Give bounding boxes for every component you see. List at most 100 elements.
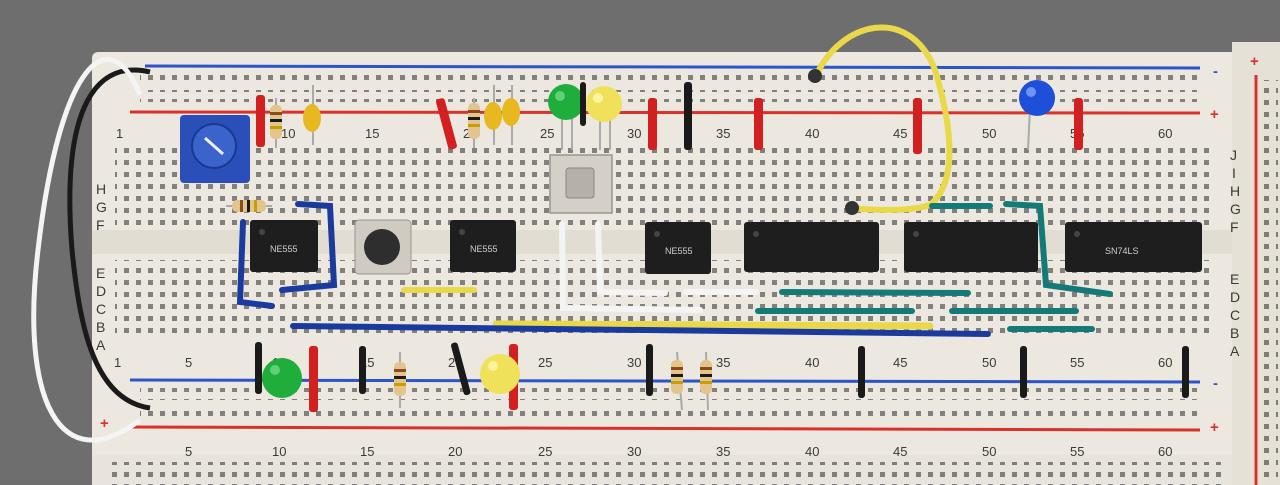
black-power-wire (67, 67, 151, 411)
chip-14pin-1 (744, 222, 879, 272)
row-letter: H (1230, 183, 1240, 199)
bottom-red-rail-line (129, 425, 1201, 432)
blue-jumper-long (290, 323, 991, 337)
resistor (468, 98, 480, 148)
led-green-bottom (262, 358, 302, 398)
col-num-bottom: 45 (893, 355, 907, 370)
yellow-wire-end (845, 201, 859, 215)
row-letters-lower-left: E D C B A (96, 265, 106, 353)
col-num-bottom: 40 (805, 355, 819, 370)
top-blue-rail-line (144, 64, 1201, 70)
col-num-lower: 15 (360, 444, 374, 459)
row-letter: F (1230, 219, 1239, 235)
tactile-switch-plunger[interactable] (565, 167, 595, 199)
sign-bottom-plus-left: + (100, 415, 109, 432)
resistor (700, 351, 712, 411)
black-jumper (1020, 346, 1027, 398)
teal-jumper (779, 289, 971, 296)
row-letter: D (1230, 289, 1240, 305)
col-num-bottom: 60 (1158, 355, 1172, 370)
col-num-top: 25 (540, 126, 554, 141)
row-letter: B (1230, 325, 1239, 341)
col-num-lower: 5 (185, 444, 192, 459)
yellow-wire-end (808, 69, 822, 83)
row-letters-lower-right: E D C B A (1230, 271, 1240, 359)
white-power-wire (31, 56, 143, 443)
col-num-lower: 55 (1070, 444, 1084, 459)
col-num-bottom: 1 (114, 355, 121, 370)
yellow-jumper (492, 320, 934, 330)
row-letter: A (1230, 343, 1240, 359)
col-num-bottom: 55 (1070, 355, 1084, 370)
blue-jumper (279, 201, 338, 293)
col-num-lower: 10 (272, 444, 286, 459)
chip-14pin-2 (904, 222, 1038, 272)
col-num-lower: 50 (982, 444, 996, 459)
chip-555-2: NE555 (450, 220, 516, 272)
black-jumper (646, 344, 653, 396)
lower-board-holes (105, 462, 1225, 485)
black-jumper (684, 82, 692, 150)
row-letter: G (1230, 201, 1241, 217)
push-button-cap[interactable] (364, 229, 400, 265)
column-numbers-lower-board: 5 10 15 20 25 30 35 40 45 50 55 60 (185, 444, 1172, 459)
chip-label: NE555 (270, 244, 298, 254)
bottom-rail-holes-1 (140, 388, 1200, 400)
row-letter: B (96, 319, 105, 335)
col-num-top: 50 (982, 126, 996, 141)
capacitor (484, 85, 502, 145)
col-num-lower: 20 (448, 444, 462, 459)
blue-jumper (236, 219, 275, 309)
row-letters-upper-left: H G F (96, 181, 107, 233)
resistor (226, 200, 272, 212)
chip-16pin: SN74LS (1065, 222, 1202, 272)
row-letter: F (96, 217, 105, 233)
row-letter: C (1230, 307, 1240, 323)
top-rail-holes-2 (140, 90, 1200, 102)
yellow-arc-wire (812, 24, 953, 213)
col-num-lower: 35 (716, 444, 730, 459)
row-letters-upper-right: J I H G F (1230, 147, 1241, 235)
red-jumper (1074, 98, 1083, 150)
chip-label: NE555 (470, 244, 498, 254)
row-letter: J (1230, 147, 1237, 163)
row-letter: G (96, 199, 107, 215)
col-num-top: 35 (716, 126, 730, 141)
col-num-bottom: 35 (716, 355, 730, 370)
sign-top-minus: - (1213, 63, 1218, 80)
col-num-top: 45 (893, 126, 907, 141)
red-jumper (754, 98, 763, 150)
red-jumper (256, 95, 265, 147)
row-letter: C (96, 301, 106, 317)
right-rail-holes (1262, 80, 1278, 480)
bottom-rail-holes-2 (140, 404, 1200, 416)
black-jumper (255, 342, 262, 394)
potentiometer-slot (204, 136, 224, 156)
red-jumper (309, 346, 318, 412)
led-green-top (548, 84, 584, 150)
sign-side-plus: + (1250, 53, 1259, 70)
col-num-lower: 30 (627, 444, 641, 459)
white-jumper (559, 221, 703, 313)
teal-jumper (1003, 201, 1113, 297)
resistor (671, 351, 683, 411)
row-letter: I (1232, 165, 1236, 181)
red-jumper (913, 98, 922, 154)
red-jumper (436, 98, 457, 150)
col-num-lower: 60 (1158, 444, 1172, 459)
sign-top-plus: + (1210, 106, 1219, 123)
black-jumper (1182, 346, 1189, 398)
led-yellow-bottom (480, 354, 520, 394)
white-jumper (595, 221, 668, 296)
col-num-top: 10 (281, 126, 295, 141)
col-num-top: 60 (1158, 126, 1172, 141)
row-letter: E (96, 265, 105, 281)
col-num-bottom: 30 (627, 355, 641, 370)
col-num-bottom: 25 (538, 355, 552, 370)
upper-terminal-holes (115, 145, 1215, 225)
col-num-lower: 45 (893, 444, 907, 459)
resistor (394, 352, 406, 408)
led-yellow-top (586, 86, 622, 150)
col-num-top: 40 (805, 126, 819, 141)
capacitor (303, 85, 321, 145)
